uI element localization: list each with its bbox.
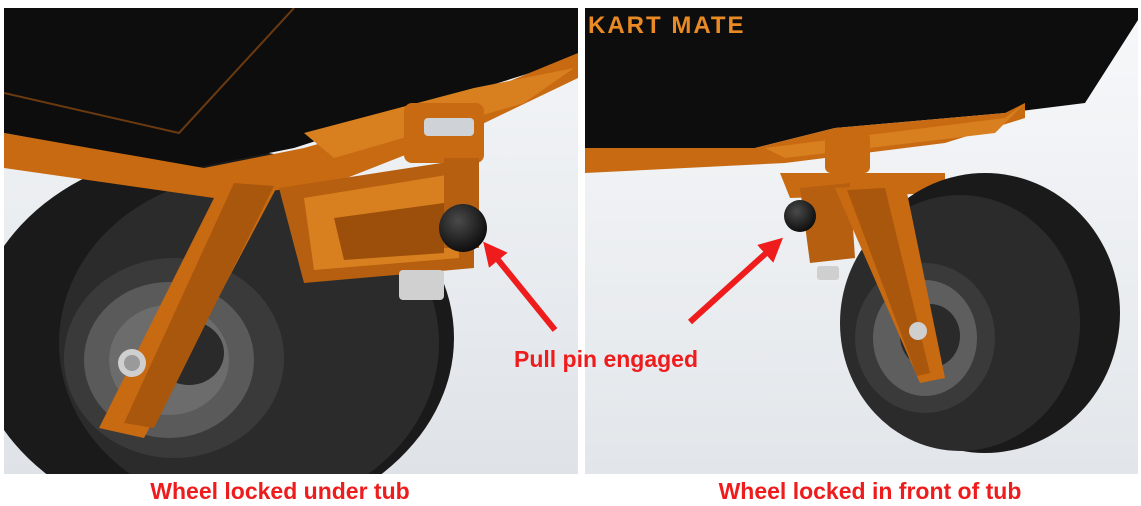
pull-pin-callout: Pull pin engaged — [514, 346, 699, 372]
caption-right: Wheel locked in front of tub — [718, 478, 1022, 504]
left-pull-pin-knob — [439, 204, 487, 252]
kart-mate-logo: KART MATE — [588, 10, 754, 42]
caption-left: Wheel locked under tub — [150, 478, 410, 504]
kart-mate-logo-text: KART MATE — [588, 12, 746, 39]
left-nut — [399, 270, 444, 300]
right-tub — [585, 8, 1138, 148]
right-fork — [800, 183, 945, 383]
right-render-panel — [585, 8, 1138, 474]
right-cad-render — [585, 8, 1138, 474]
left-render-panel — [4, 8, 578, 474]
left-cad-render — [4, 8, 578, 474]
left-tub — [4, 8, 578, 168]
right-pull-pin-knob — [784, 200, 816, 232]
